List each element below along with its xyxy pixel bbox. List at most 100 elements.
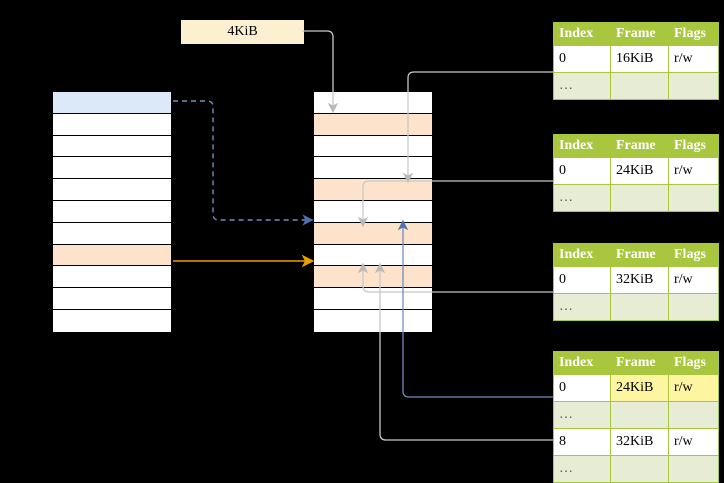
table-row: 0 16KiB r/w <box>553 45 719 73</box>
table-row: 0 32KiB r/w <box>553 266 719 294</box>
column-header-flags: Flags <box>668 134 719 158</box>
cell-value: 0 <box>559 380 566 395</box>
table-cell: 32KiB <box>610 428 669 456</box>
table-cell <box>610 72 669 100</box>
table-cell: 0 <box>553 266 611 294</box>
table-cell: r/w <box>668 45 719 73</box>
virtual-page-row-11 <box>53 309 171 332</box>
cell-value: 24KiB <box>616 163 654 178</box>
physical-frame-row-6 <box>314 200 432 223</box>
table-row: 0 24KiB r/w <box>553 374 719 402</box>
table-cell: r/w <box>668 266 719 294</box>
physical-frame-row-9 <box>314 266 432 289</box>
table-cell: 24KiB <box>610 374 669 402</box>
table-row: 8 32KiB r/w <box>553 428 719 456</box>
virtual-page-row-3 <box>53 135 171 158</box>
table-row: … <box>553 184 719 212</box>
virtual-page-row-4 <box>53 157 171 180</box>
table-cell <box>610 184 669 212</box>
column-header-index: Index <box>553 243 611 267</box>
table-row: … <box>553 401 719 429</box>
page-size-label-text: 4KiB <box>227 24 258 39</box>
physical-memory-column <box>313 91 433 332</box>
cell-value: 0 <box>559 163 566 178</box>
cell-value: 32KiB <box>616 434 654 449</box>
virtual-page-row-10 <box>53 288 171 310</box>
wire-virtual-to-physical-dashed <box>173 100 314 226</box>
physical-frame-row-4 <box>314 157 432 180</box>
cell-value: 16KiB <box>616 51 654 66</box>
cell-value: r/w <box>674 434 693 449</box>
physical-frame-row-3 <box>314 135 432 158</box>
table-cell: … <box>553 401 611 429</box>
table-cell <box>610 455 669 483</box>
cell-value: r/w <box>674 272 693 287</box>
table-cell <box>668 455 719 483</box>
table-cell: 0 <box>553 45 611 73</box>
column-header-flags: Flags <box>668 351 719 375</box>
table-cell: … <box>553 293 611 321</box>
table-cell <box>668 184 719 212</box>
table-cell: r/w <box>668 157 719 185</box>
cell-value: r/w <box>674 380 693 395</box>
physical-frame-row-11 <box>314 309 432 332</box>
virtual-address-column <box>52 91 172 332</box>
table-cell <box>668 293 719 321</box>
column-header-frame: Frame <box>610 243 669 267</box>
column-header-index: Index <box>553 134 611 158</box>
table-row: 0 24KiB r/w <box>553 157 719 185</box>
cell-value: … <box>559 407 573 422</box>
table-cell: … <box>553 455 611 483</box>
cell-value: 0 <box>559 272 566 287</box>
column-header-flags: Flags <box>668 22 719 46</box>
cell-value: … <box>559 299 573 314</box>
virtual-page-row-1 <box>53 92 171 114</box>
virtual-page-row-9 <box>53 266 171 289</box>
cell-value: 24KiB <box>616 380 654 395</box>
column-header-flags: Flags <box>668 243 719 267</box>
table-row: … <box>553 72 719 100</box>
virtual-page-row-7 <box>53 222 171 245</box>
column-header-frame: Frame <box>610 351 669 375</box>
virtual-page-row-6 <box>53 200 171 223</box>
table-cell <box>668 401 719 429</box>
cell-value: r/w <box>674 163 693 178</box>
cell-value: 32KiB <box>616 272 654 287</box>
physical-frame-row-7 <box>314 222 432 245</box>
table-cell: 16KiB <box>610 45 669 73</box>
physical-frame-row-1 <box>314 92 432 114</box>
table-cell: 24KiB <box>610 157 669 185</box>
cell-value: 0 <box>559 51 566 66</box>
table-cell: r/w <box>668 428 719 456</box>
table-row: … <box>553 455 719 483</box>
table-cell: 32KiB <box>610 266 669 294</box>
column-header-index: Index <box>553 351 611 375</box>
page-size-label: 4KiB <box>181 20 304 44</box>
table-cell <box>668 72 719 100</box>
physical-frame-row-5 <box>314 179 432 201</box>
cell-value: 8 <box>559 434 566 449</box>
table-cell: r/w <box>668 374 719 402</box>
column-header-index: Index <box>553 22 611 46</box>
cell-value: … <box>559 190 573 205</box>
table-cell: 0 <box>553 157 611 185</box>
column-header-frame: Frame <box>610 22 669 46</box>
table-cell: 8 <box>553 428 611 456</box>
physical-frame-row-8 <box>314 244 432 267</box>
virtual-page-row-5 <box>53 179 171 201</box>
table-cell: 0 <box>553 374 611 402</box>
virtual-page-row-2 <box>53 113 171 136</box>
cell-value: … <box>559 78 573 93</box>
physical-frame-row-10 <box>314 288 432 310</box>
virtual-page-row-8 <box>53 244 171 267</box>
table-cell <box>610 401 669 429</box>
